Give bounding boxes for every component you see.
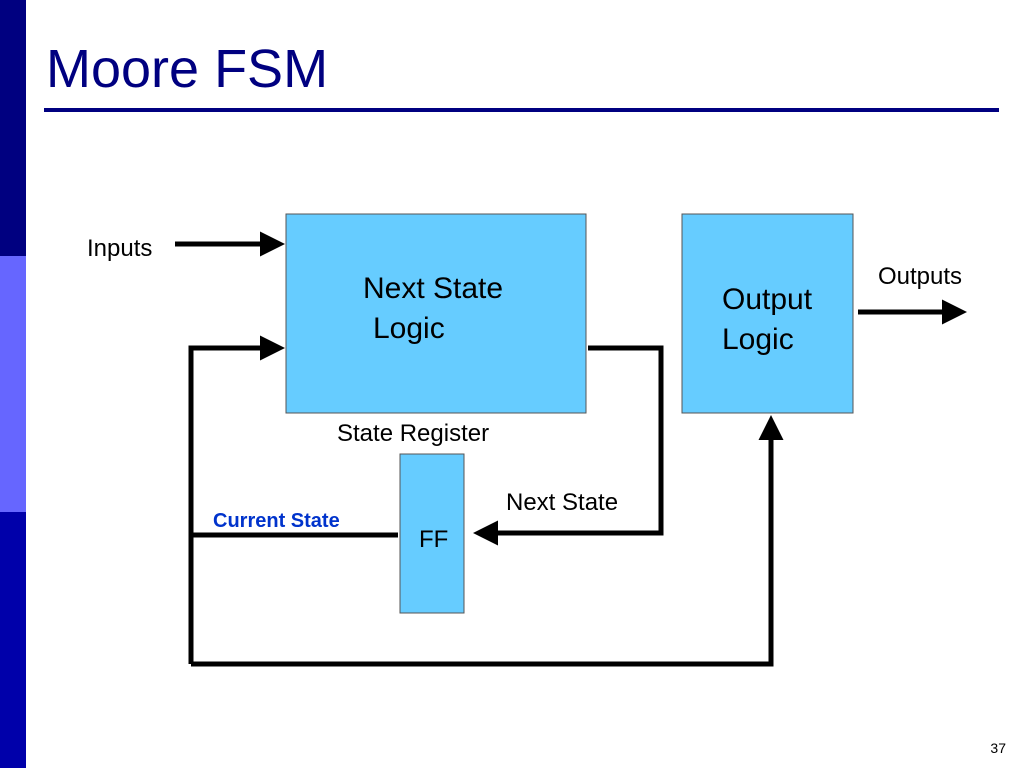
inputs-label: Inputs: [87, 235, 152, 262]
output-logic-block: Output Logic: [681, 213, 854, 414]
state-to-output-logic-wire: [191, 415, 784, 667]
next-state-wire: [473, 345, 664, 546]
ff-label: FF: [419, 526, 448, 553]
next-state-logic-label-line2: Logic: [373, 312, 445, 345]
next-state-logic-label-line1: Next State: [363, 272, 503, 305]
sidebar-accent-middle: [0, 256, 26, 512]
title-underline: [44, 108, 999, 112]
page-number: 37: [990, 740, 1006, 756]
state-register-label: State Register: [337, 420, 489, 447]
feedback-to-next-state-logic: [188, 335, 285, 664]
next-state-label: Next State: [506, 489, 618, 516]
slide-title: Moore FSM: [46, 39, 329, 99]
sidebar-accent-top: [0, 0, 26, 256]
output-logic-label-line1: Output: [722, 283, 813, 316]
sidebar-accent-bottom: [0, 512, 26, 768]
output-logic-label-line2: Logic: [722, 323, 794, 356]
flip-flop-block: FF: [399, 453, 465, 614]
next-state-logic-block: Next State Logic: [285, 213, 587, 414]
outputs-label: Outputs: [878, 263, 962, 290]
current-state-label: Current State: [213, 510, 340, 532]
